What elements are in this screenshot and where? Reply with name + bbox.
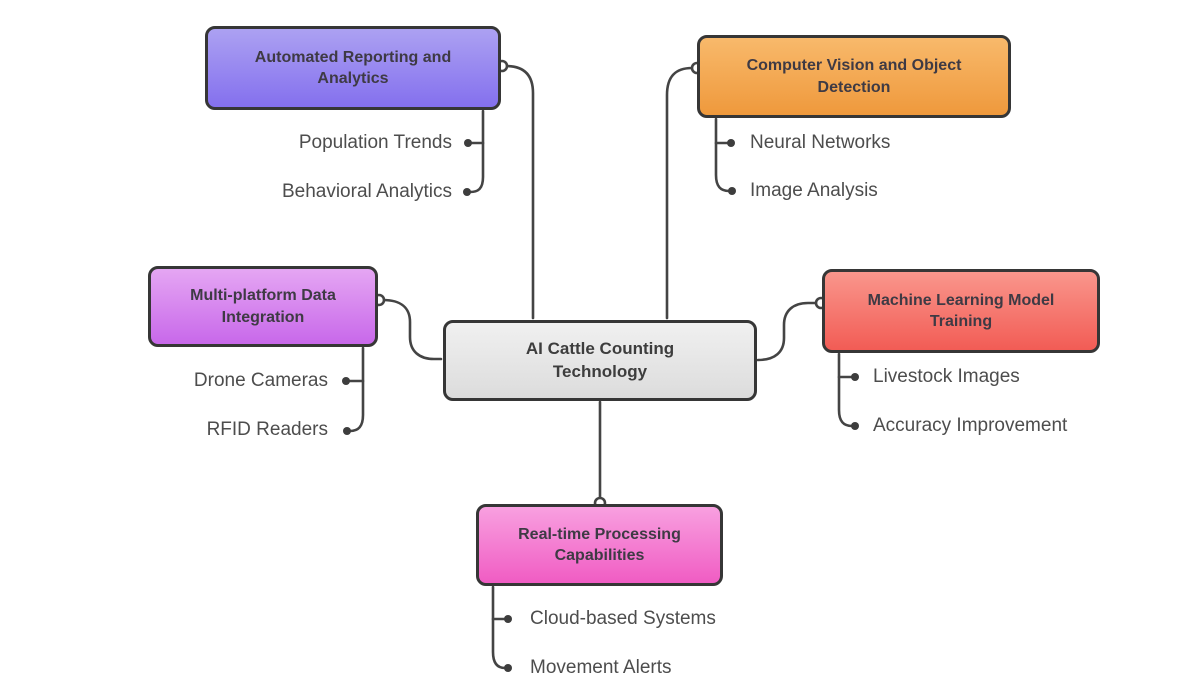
node-machine-learning-label: Machine Learning Model Training [867, 291, 1055, 330]
child-movement-alerts: Movement Alerts [530, 657, 672, 678]
dot-rfid-readers [343, 427, 351, 435]
child-livestock-images: Livestock Images [873, 366, 1020, 387]
node-computer-vision: Computer Vision and Object Detection [697, 35, 1011, 118]
child-neural-networks: Neural Networks [750, 132, 891, 153]
child-image-analysis: Image Analysis [750, 180, 878, 201]
dot-image-analysis [728, 187, 736, 195]
node-root: AI Cattle Counting Technology [443, 320, 757, 401]
dot-population-trends [464, 139, 472, 147]
edge-computer-vision [665, 66, 694, 320]
node-computer-vision-label: Computer Vision and Object Detection [746, 57, 962, 96]
node-real-time-label: Real-time Processing Capabilities [518, 525, 681, 564]
child-drone-cameras: Drone Cameras [193, 370, 328, 391]
dot-behavioral-analytics [463, 188, 471, 196]
dot-drone-cameras [342, 377, 350, 385]
edge-multi-platform [381, 298, 443, 361]
childline-automated-reporting [468, 109, 485, 194]
edge-automated-reporting [504, 64, 535, 320]
node-real-time: Real-time Processing Capabilities [476, 504, 723, 586]
child-rfid-readers: RFID Readers [206, 419, 328, 440]
node-multi-platform-label: Multi-platform Data Integration [190, 287, 336, 326]
child-cloud-based-systems: Cloud-based Systems [530, 608, 716, 629]
childline-real-time [491, 585, 507, 670]
dot-accuracy-improvement [851, 422, 859, 430]
node-automated-reporting-label: Automated Reporting and Analytics [254, 48, 452, 87]
node-multi-platform: Multi-platform Data Integration [148, 266, 378, 347]
dot-neural-networks [727, 139, 735, 147]
childline-computer-vision [714, 117, 731, 193]
dot-movement-alerts [504, 664, 512, 672]
child-behavioral-analytics: Behavioral Analytics [281, 181, 452, 202]
node-automated-reporting: Automated Reporting and Analytics [205, 26, 501, 110]
dot-cloud-based-systems [504, 615, 512, 623]
childline-machine-learning [837, 352, 854, 428]
edge-machine-learning [756, 301, 818, 362]
node-machine-learning: Machine Learning Model Training [822, 269, 1100, 353]
child-population-trends: Population Trends [298, 132, 452, 153]
dot-livestock-images [851, 373, 859, 381]
childline-multi-platform [348, 346, 365, 433]
child-accuracy-improvement: Accuracy Improvement [873, 415, 1068, 436]
node-root-label: AI Cattle Counting Technology [525, 339, 675, 381]
